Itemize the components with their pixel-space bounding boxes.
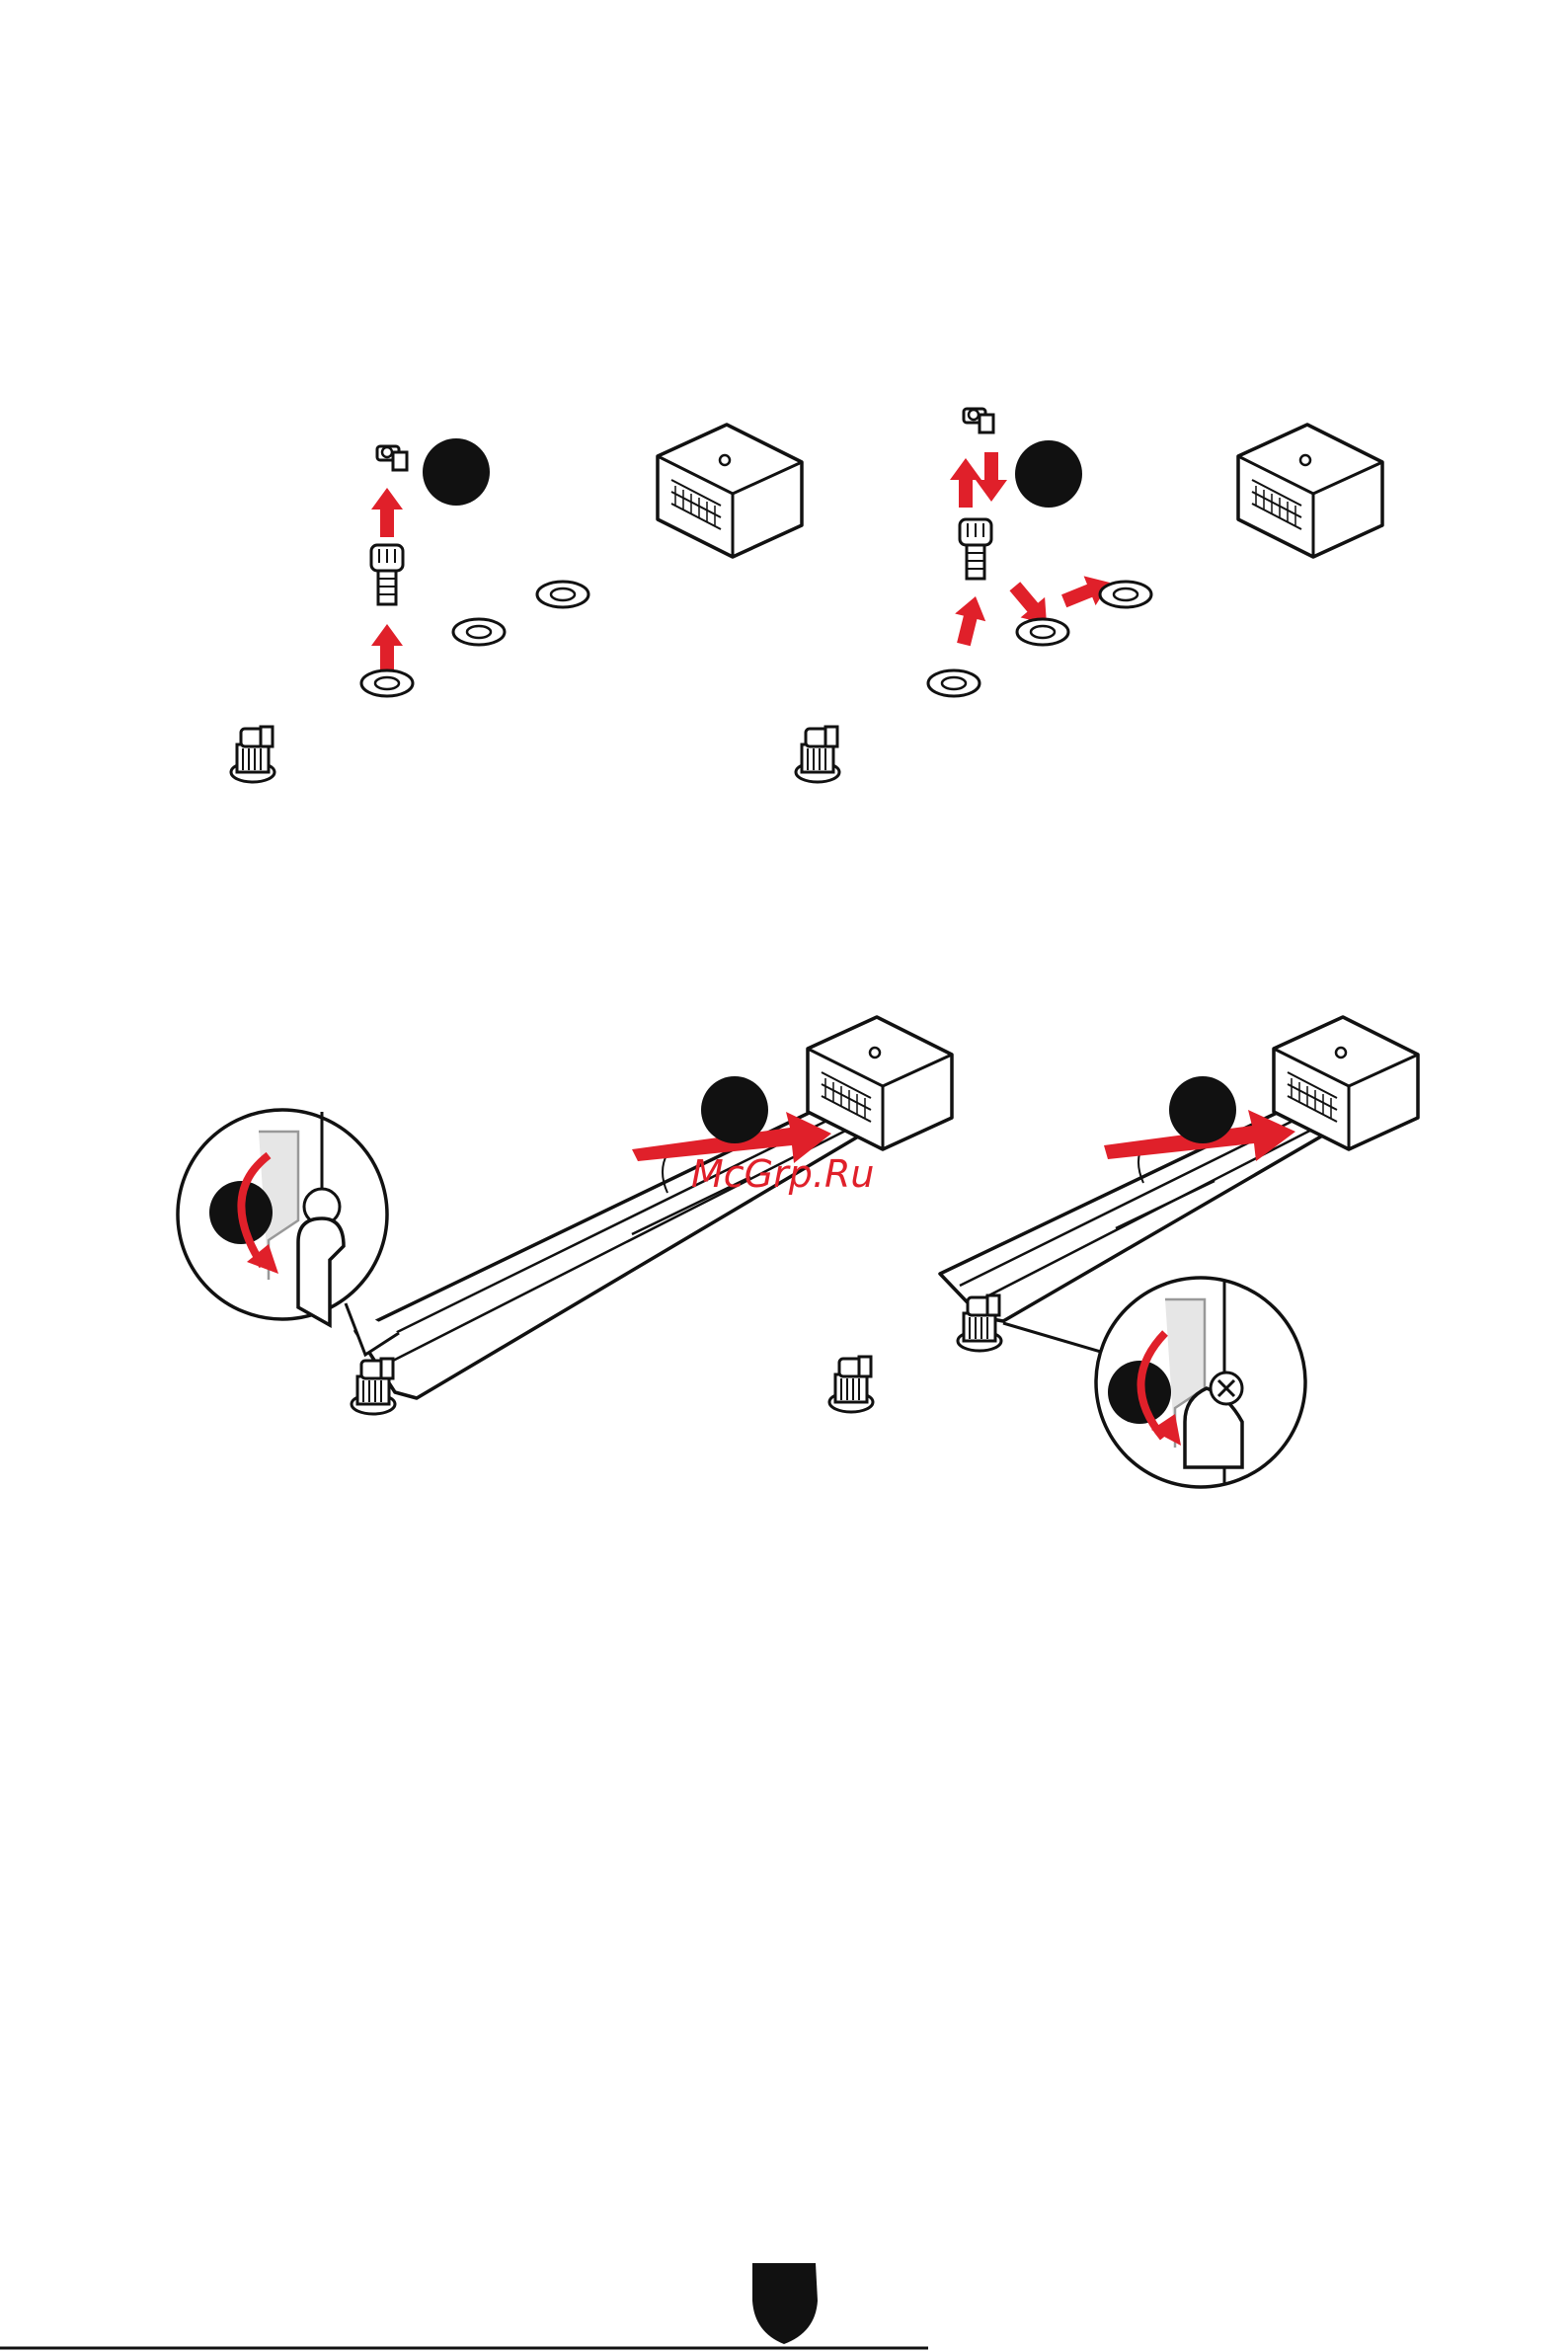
base-standoff-icon [829,1357,873,1412]
step-marker [423,438,490,506]
washer-ring-icon [361,670,413,696]
standoff-clip-icon [964,409,993,432]
red-arrow [976,452,1007,502]
step-marker [1169,1076,1236,1143]
lock-latch-zoom [178,1110,387,1325]
standoff-screw-icon [371,545,403,604]
step-marker [701,1076,768,1143]
base-standoff-icon [352,1359,395,1414]
washer-ring-icon [537,582,588,607]
washer-ring-icon [453,619,505,645]
standoff-screw-icon [960,519,991,579]
red-arrow [371,624,403,673]
panel-move-standoff [796,409,1382,782]
washer-ring-icon [1017,619,1068,645]
standoff-clip-icon [377,446,407,470]
msi-shield-logo [752,2263,818,2344]
lock-latch-zoom [1096,1278,1305,1487]
base-standoff-icon [958,1295,1001,1351]
watermark: McGrp.Ru [691,1152,874,1196]
washer-ring-icon [928,670,980,696]
red-arrow [371,488,403,537]
base-standoff-icon [231,727,274,782]
panel-remove-standoff [231,425,802,782]
red-arrow [950,458,981,508]
panel-install-short-card [940,1017,1418,1487]
m2-slot-icon [658,425,802,557]
base-standoff-icon [796,727,839,782]
panel-install-long-card: McGrp.Ru [178,1017,952,1414]
m2-slot-icon [1238,425,1382,557]
step-marker [1015,440,1082,508]
washer-ring-icon [1100,582,1151,607]
red-arrow [948,592,990,648]
